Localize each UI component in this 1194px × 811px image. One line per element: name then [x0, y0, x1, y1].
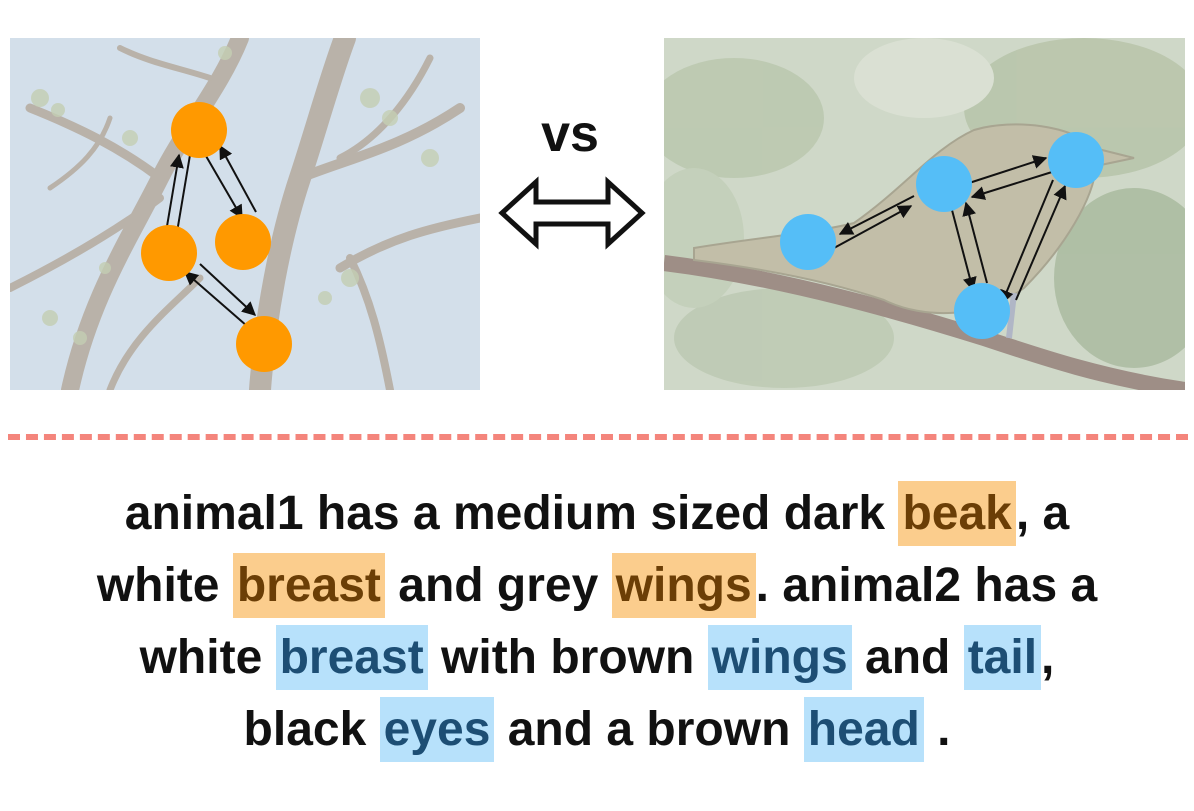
foliage	[31, 46, 439, 345]
caption-text-segment: and a brown	[494, 703, 804, 756]
highlight-animal1-breast: breast	[232, 553, 385, 618]
animal1-node-graph	[141, 102, 292, 372]
highlight-animal2-breast: breast	[275, 625, 428, 690]
highlight-animal1-beak: beak	[898, 481, 1016, 546]
caption-text-segment: ,	[1041, 631, 1055, 684]
caption-line-4: black eyes and a brown head .	[0, 694, 1194, 766]
vs-label: vs	[541, 105, 599, 163]
caption-text-segment: white	[96, 559, 233, 612]
caption-line-2: white breast and grey wings. animal2 has…	[0, 550, 1194, 622]
caption-text-segment: black	[243, 703, 380, 756]
graph-node	[916, 156, 972, 212]
caption-text: animal1 has a medium sized dark beak, a …	[0, 478, 1194, 766]
dashed-divider	[8, 434, 1188, 440]
graph-node	[954, 283, 1010, 339]
caption-text-segment: white	[139, 631, 276, 684]
graph-node	[780, 214, 836, 270]
highlight-animal2-eyes: eyes	[379, 697, 495, 762]
graph-node	[215, 214, 271, 270]
caption-line-3: white breast with brown wings and tail,	[0, 622, 1194, 694]
caption-line-1: animal1 has a medium sized dark beak, a	[0, 478, 1194, 550]
graph-node	[236, 316, 292, 372]
caption-text-segment: and	[851, 631, 964, 684]
animal2-node-graph	[780, 132, 1104, 339]
caption-text-segment: with brown	[427, 631, 708, 684]
graph-node	[171, 102, 227, 158]
double-arrow-icon	[498, 176, 646, 250]
highlight-animal2-tail: tail	[963, 625, 1042, 690]
highlight-animal2-head: head	[803, 697, 924, 762]
animal1-image	[10, 38, 480, 390]
caption-text-segment: , a	[1015, 487, 1070, 540]
caption-text-segment: and grey	[384, 559, 612, 612]
caption-text-segment: . animal2 has a	[755, 559, 1098, 612]
caption-text-segment: .	[923, 703, 951, 756]
highlight-animal1-wings: wings	[611, 553, 756, 618]
graph-node	[1048, 132, 1104, 188]
graph-node	[141, 225, 197, 281]
caption-text-segment: animal1 has a medium sized dark	[124, 487, 899, 540]
highlight-animal2-wings: wings	[707, 625, 852, 690]
animal2-image	[664, 38, 1185, 390]
tree-branches	[10, 38, 480, 390]
